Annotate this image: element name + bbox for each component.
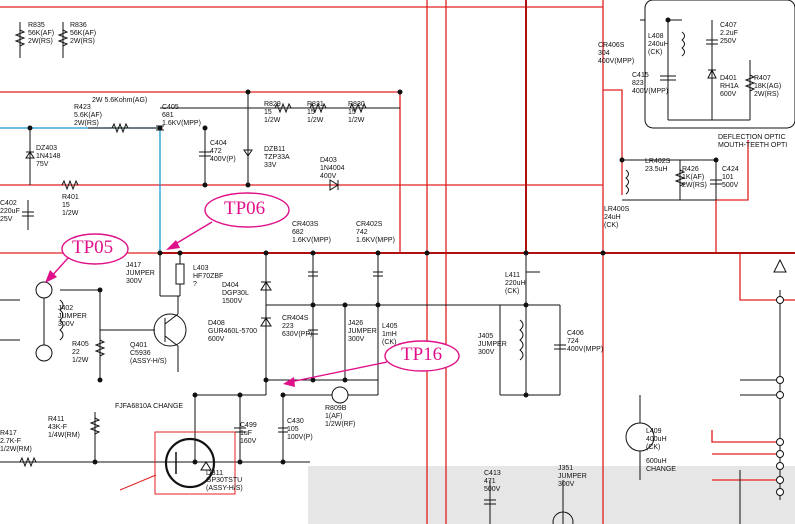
label-r831: R831 15 1/2W	[307, 101, 324, 124]
label-cr403s: CR403S 682 1.6KV(MPP)	[292, 221, 331, 244]
label-r829: R829 15 1/2W	[264, 101, 281, 124]
tp05-callout-shape	[45, 233, 129, 283]
label-lr402s: LR402S 23.5uH	[645, 158, 671, 173]
tp05-label: TP05	[72, 237, 114, 258]
label-deflection-option: DEFLECTION OPTIC MOUTH-TEETH OPTI	[718, 134, 788, 149]
label-cr406s: CR406S 304 400V(MPP)	[598, 42, 635, 65]
label-c404: C404 472 400V(P)	[210, 140, 236, 163]
label-d401: D401 RH1A 600V	[720, 75, 739, 98]
label-j426: J426 JUMPER 300V	[348, 320, 377, 343]
tp06-label: TP06	[224, 198, 266, 219]
shaded-region	[308, 466, 795, 524]
label-r-2w: 2W 5.6Kohm(AG)	[92, 97, 148, 104]
label-l405: L405 1mH (CK)	[382, 323, 398, 346]
label-d404: D404 DGP30L 1500V	[222, 282, 249, 305]
label-r835: R835 56K(AF) 2W(RS)	[28, 22, 55, 45]
label-l409-change: 600uH CHANGE	[646, 458, 676, 473]
label-r417: R417 2.7K-F 1/2W(RM)	[0, 430, 32, 453]
tp06-callout-shape	[166, 192, 290, 250]
label-r830: R830 15 1/2W	[348, 101, 365, 124]
label-j417: J417 JUMPER 300V	[126, 262, 155, 285]
label-c413: C413 471 500V	[484, 470, 501, 493]
label-d403: D403 1N4004 400V	[320, 157, 345, 180]
label-r426: R426 1K(AF) 2W(RS)	[682, 166, 707, 189]
label-lr400s: LR400S 24uH (CK)	[604, 206, 630, 229]
label-l408: L408 240uH (CK)	[648, 33, 669, 56]
label-r407: R407 18K(AG) 2W(RS)	[754, 75, 782, 98]
label-q401: Q401 C5936 (ASSY-H/S)	[130, 342, 167, 365]
label-d408: D408 GUR460L-5700 600V	[208, 320, 258, 343]
blue-trace	[0, 127, 161, 253]
tp16-callout-shape	[283, 340, 460, 387]
connector-pins	[776, 296, 784, 496]
label-r405: R405 22 1/2W	[72, 341, 89, 364]
junction-dots	[27, 17, 719, 465]
label-l403: L403 HF70ZBF ?	[193, 265, 224, 288]
label-cr404s: CR404S 223 630V(PP)	[282, 315, 313, 338]
label-r401: R401 15 1/2W	[62, 194, 79, 217]
tp16-label: TP16	[401, 344, 443, 365]
label-c405: C405 681 1.6KV(MPP)	[162, 104, 201, 127]
label-r809b: R809B 1(AF) 1/2W(RF)	[325, 405, 356, 428]
label-c499: C499 1uF 160V	[240, 422, 257, 445]
label-l411: L411 220uH (CK)	[505, 272, 526, 295]
label-j405: J405 JUMPER 300V	[478, 333, 507, 356]
label-j351: J351 JUMPER 300V	[558, 465, 587, 488]
label-db11: DB11	[206, 470, 223, 477]
label-dzb11: DZB11 TZP33A 33V	[264, 146, 290, 169]
label-dz403: DZ403 1N4148 75V	[36, 145, 61, 168]
label-r836: R836 56K(AF) 2W(RS)	[70, 22, 97, 45]
label-cr402s: CR402S 742 1.6KV(MPP)	[356, 221, 395, 244]
label-c406: C406 724 400V(MPP)	[567, 330, 604, 353]
label-r423: R423 5.6K(AF) 2W(RS)	[74, 104, 103, 127]
label-c402: C402 220uF 25V	[0, 200, 20, 223]
label-j402: J402 JUMPER 300V	[58, 305, 87, 328]
label-r411: R411 43K-F 1/4W(RM)	[48, 416, 80, 439]
label-c415: C415 823 400V(MPP)	[632, 72, 669, 95]
label-l409: L409 400uH (CK)	[646, 428, 667, 451]
label-c430: C430 105 100V(P)	[287, 418, 313, 441]
label-c424: C424 101 500V	[722, 166, 739, 189]
label-c407: C407 2.2uF 250V	[720, 22, 738, 45]
label-gp30: GP30TSTU (ASSY-H/S)	[206, 477, 243, 492]
label-fjfa-change: FJFA6810A CHANGE	[115, 403, 184, 410]
